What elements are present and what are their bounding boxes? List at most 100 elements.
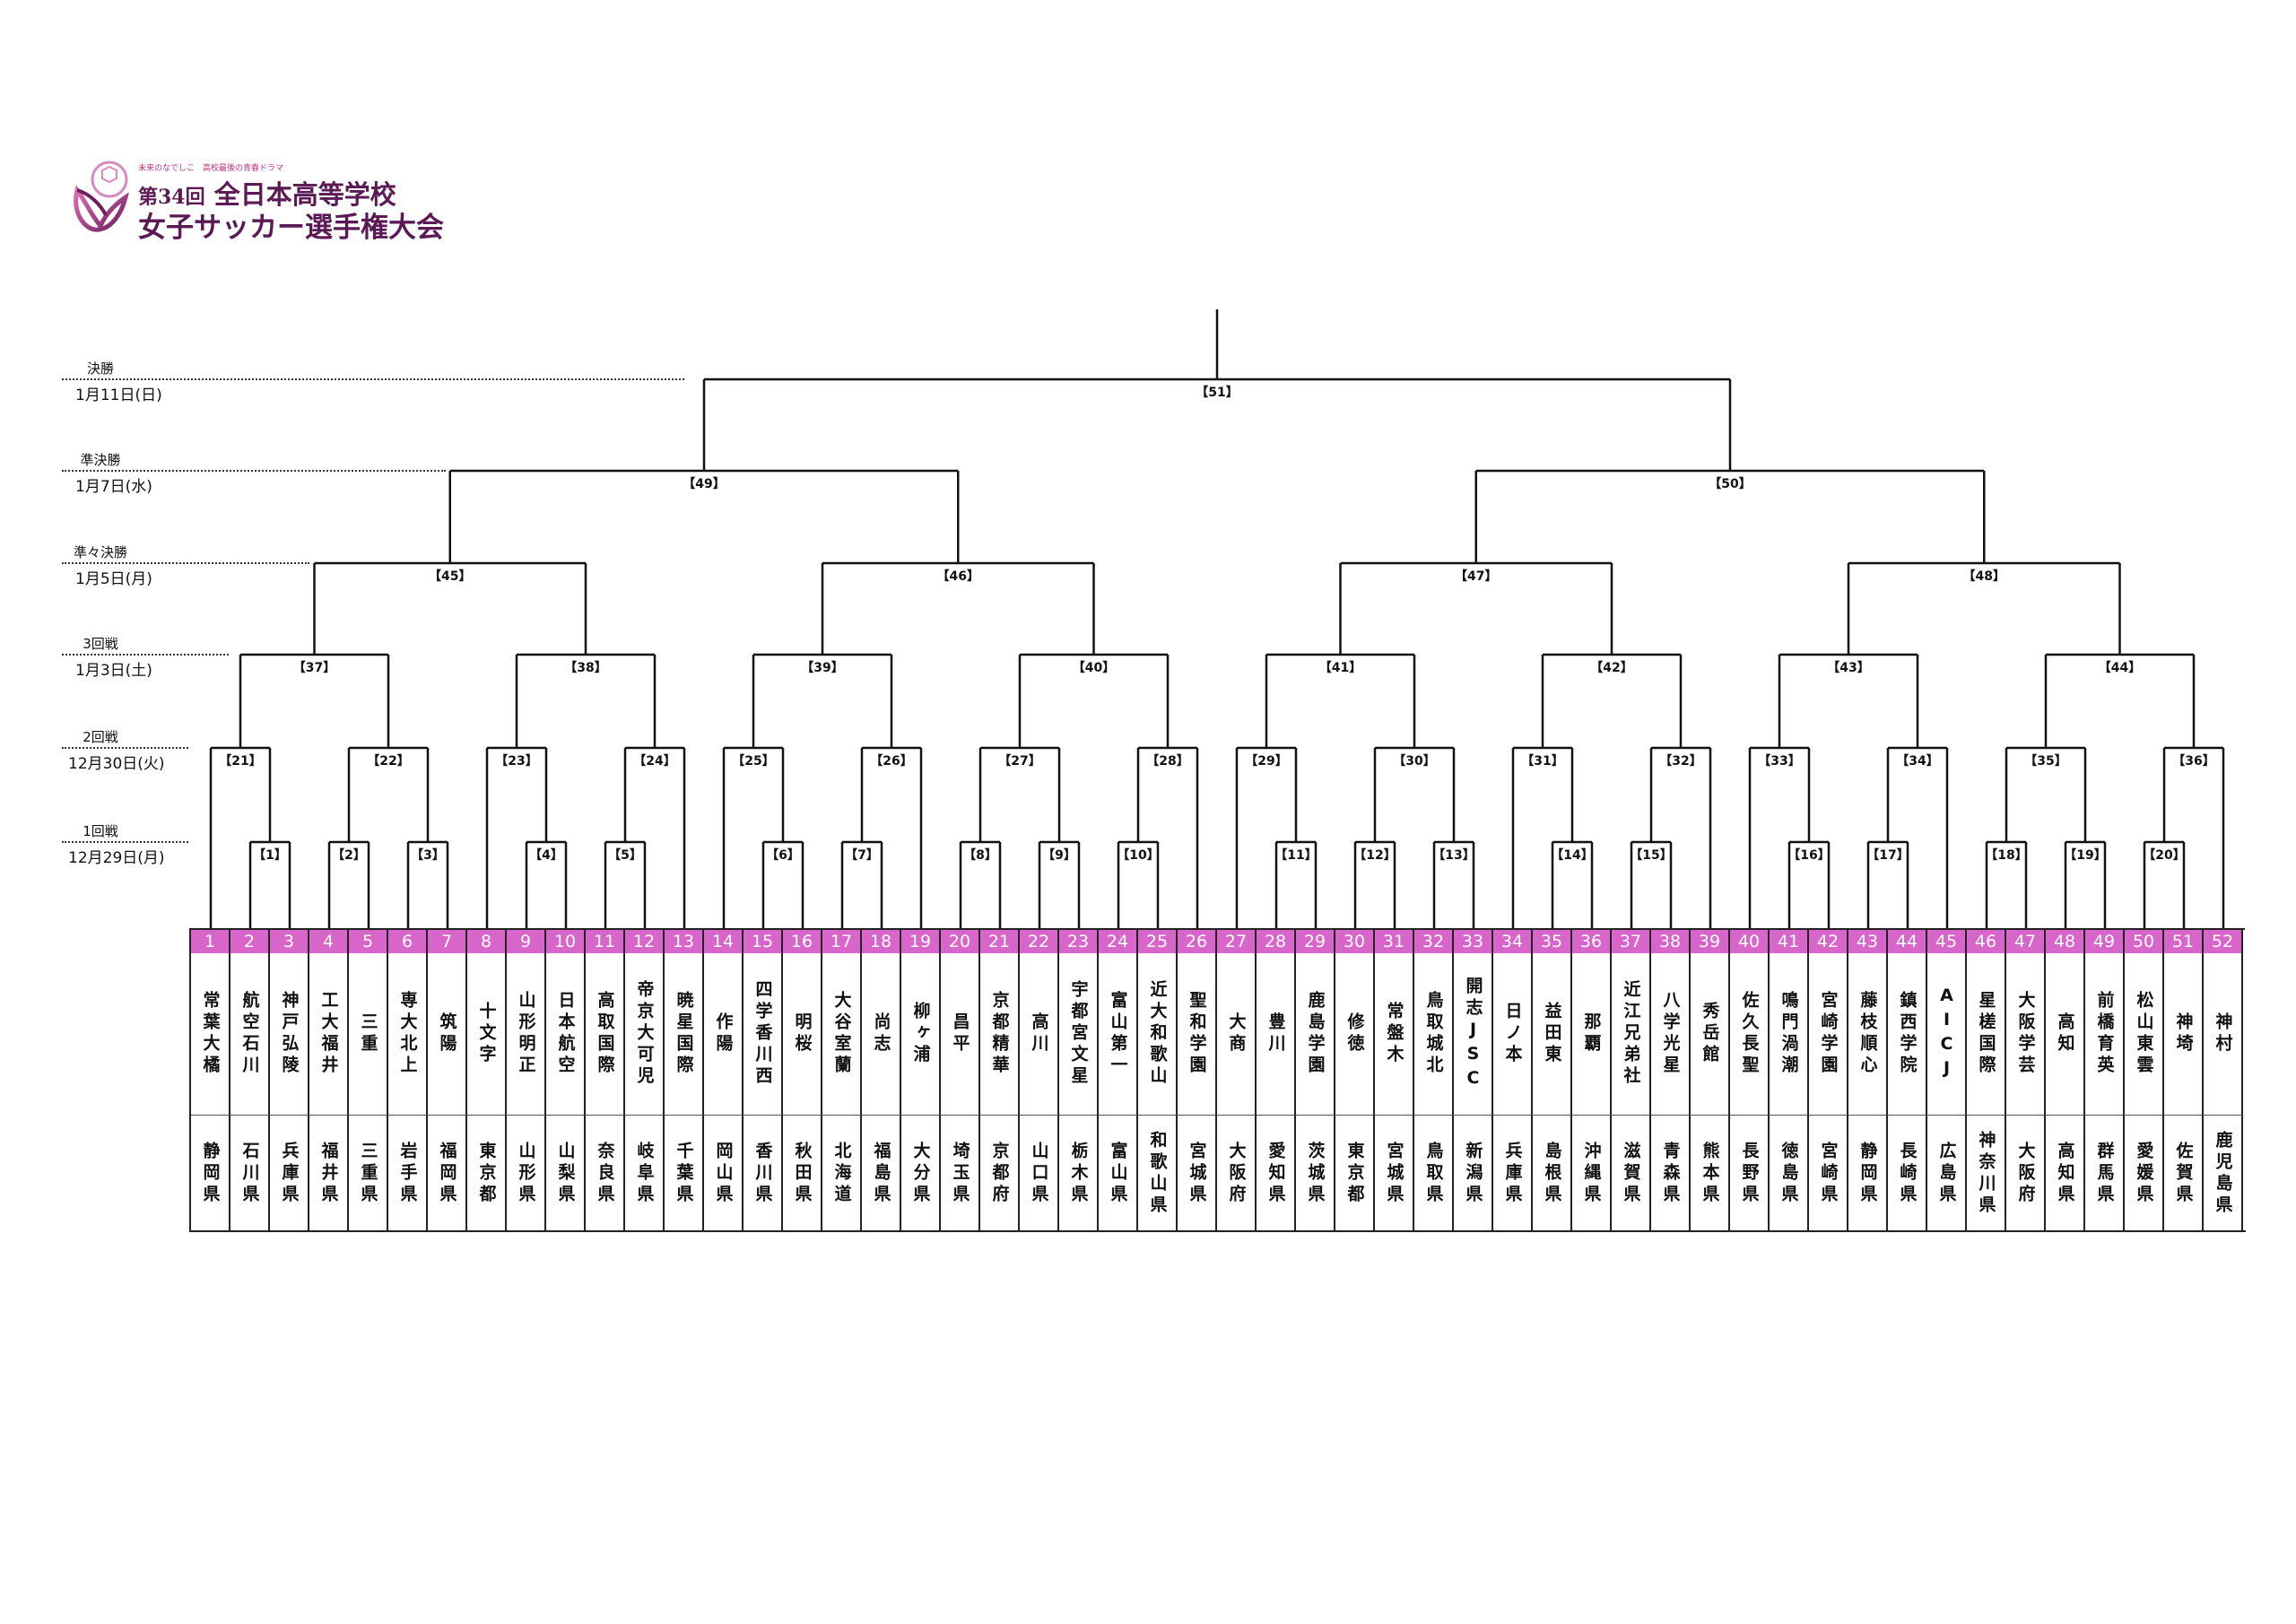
round-name: 1回戦 (83, 823, 118, 839)
round-name: 準々決勝 (73, 544, 128, 560)
team-number: 26 (1178, 930, 1217, 953)
team-prefecture: 福島県 (871, 1142, 891, 1206)
team-number: 46 (1967, 930, 2006, 953)
team-prefecture-cell: 静岡県 (191, 1116, 230, 1232)
team-prefecture: 新潟県 (1463, 1142, 1483, 1206)
team-name-cell: 大商 (1217, 953, 1257, 1116)
team-prefecture: 宮城県 (1384, 1142, 1405, 1206)
team-table-top-border (189, 928, 2245, 930)
team-name: 大谷室蘭 (831, 991, 852, 1077)
team-prefecture: 沖縄県 (1581, 1142, 1602, 1206)
round-name: 準決勝 (80, 452, 121, 468)
team-name: 専大北上 (397, 991, 418, 1077)
team-number: 22 (1020, 930, 1059, 953)
team-prefecture-cell: 山形県 (507, 1116, 546, 1232)
match-number-label: 【22】 (367, 754, 409, 769)
team-name: 四学香川西 (752, 980, 773, 1088)
match-number-label: 【7】 (845, 848, 879, 863)
team-prefecture-cell: 石川県 (230, 1116, 270, 1232)
round-divider (62, 378, 684, 380)
match-number-label: 【8】 (963, 848, 997, 863)
round-date: 1月3日(土) (75, 662, 152, 680)
team-prefecture-cell: 東京都 (467, 1116, 507, 1232)
match-number-label: 【29】 (1245, 754, 1287, 769)
team-prefecture-cell: 三重県 (349, 1116, 388, 1232)
team-number: 19 (901, 930, 941, 953)
team-prefecture-cell: 埼玉県 (941, 1116, 980, 1232)
logo-tagline: 未来のなでしこ 高校最後の青春ドラマ (138, 164, 284, 173)
team-number: 23 (1059, 930, 1099, 953)
team-name: 豊川 (1265, 1012, 1286, 1055)
team-prefecture: 徳島県 (1779, 1142, 1799, 1206)
team-number: 51 (2164, 930, 2204, 953)
tournament-logo: 未来のなでしこ 高校最後の青春ドラマ 第34回 全日本高等学校 女子サッカー選手… (70, 158, 456, 244)
team-name: 帝京大可児 (634, 980, 655, 1088)
team-name: 富山第一 (1108, 991, 1128, 1077)
match-number-label: 【46】 (937, 569, 979, 584)
team-number: 24 (1099, 930, 1138, 953)
team-name: 鎮西学院 (1897, 991, 1918, 1077)
team-prefecture-cell: 山梨県 (546, 1116, 586, 1232)
team-name: 作陽 (713, 1012, 734, 1055)
match-number-label: 【49】 (683, 477, 725, 491)
team-name: 修徳 (1344, 1012, 1365, 1055)
match-number-label: 【35】 (2024, 754, 2066, 769)
match-number-label: 【3】 (411, 848, 445, 863)
team-prefecture: 静岡県 (200, 1142, 221, 1206)
team-prefecture-cell: 佐賀県 (2164, 1116, 2204, 1232)
team-prefecture: 石川県 (239, 1142, 260, 1206)
team-name-cell: 三重 (349, 953, 388, 1116)
team-name: 常葉大橘 (200, 991, 221, 1077)
team-name: 神埼 (2173, 1012, 2194, 1055)
team-prefecture: 熊本県 (1700, 1142, 1720, 1206)
team-number: 12 (625, 930, 665, 953)
team-name-cell: 神埼 (2164, 953, 2204, 1116)
team-name-cell: 藤枝順心 (1848, 953, 1888, 1116)
match-number-label: 【28】 (1146, 754, 1188, 769)
match-number-label: 【33】 (1758, 754, 1800, 769)
match-number-label: 【17】 (1866, 848, 1909, 863)
match-number-label: 【25】 (732, 754, 774, 769)
team-name-cell: 日ノ本 (1493, 953, 1533, 1116)
team-prefecture: 滋賀県 (1621, 1142, 1641, 1206)
team-number: 9 (507, 930, 546, 953)
team-number: 34 (1493, 930, 1533, 953)
team-number: 3 (270, 930, 309, 953)
team-name: 近江兄弟社 (1621, 980, 1641, 1088)
match-number-label: 【24】 (633, 754, 675, 769)
team-name-cell: 作陽 (704, 953, 744, 1116)
team-name-cell: 柳ヶ浦 (901, 953, 941, 1116)
team-prefecture-cell: 岡山県 (704, 1116, 744, 1232)
team-name-cell: 鹿島学園 (1296, 953, 1335, 1116)
team-prefecture-cell: 広島県 (1927, 1116, 1967, 1232)
team-name-cell: 暁星国際 (665, 953, 704, 1116)
team-prefecture: 茨城県 (1305, 1142, 1326, 1206)
team-number: 38 (1651, 930, 1691, 953)
match-number-label: 【39】 (801, 661, 843, 675)
match-number-label: 【19】 (2064, 848, 2106, 863)
match-number-label: 【37】 (293, 661, 335, 675)
team-name-cell: 筑陽 (428, 953, 467, 1116)
match-number-label: 【40】 (1073, 661, 1115, 675)
team-number: 30 (1335, 930, 1375, 953)
team-name-cell: 常盤木 (1375, 953, 1414, 1116)
